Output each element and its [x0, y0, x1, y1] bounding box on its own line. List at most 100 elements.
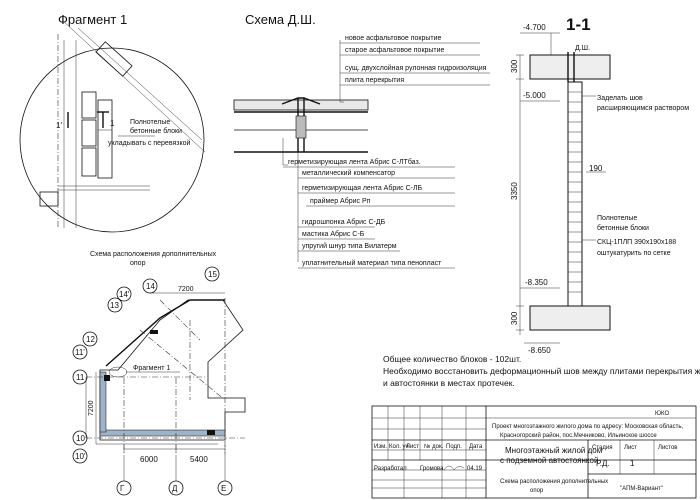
wall-band-diag — [105, 299, 191, 367]
svg-text:14': 14' — [119, 290, 130, 299]
block-1 — [81, 91, 97, 119]
level-top: -4.700 — [523, 23, 546, 32]
block-wall — [567, 81, 583, 307]
axis-bubble-14: 14 — [142, 278, 158, 294]
dim-6000: 6000 — [140, 455, 158, 464]
bottom-slab — [529, 305, 611, 331]
axis-bubble-10: 10 — [72, 430, 88, 446]
svg-text:Д: Д — [172, 484, 178, 493]
axis-bubble-13: 13 — [107, 297, 123, 313]
fragment-title: Фрагмент 1 — [58, 12, 127, 27]
interior-line-1 — [139, 329, 226, 401]
dim-190: 190 — [589, 164, 603, 173]
note-line-3: и автостоянки в местах протечек. — [383, 378, 515, 388]
support-marker — [207, 430, 215, 435]
fragment-note-2: бетонные блоки — [130, 127, 182, 135]
layer-compensator: металлический компенсатор — [302, 169, 395, 177]
tb-head-date: Дата — [469, 444, 483, 450]
note-b-2: бетонные блоки — [597, 224, 649, 232]
svg-text:Г: Г — [120, 484, 125, 493]
svg-text:12: 12 — [86, 335, 95, 344]
dim-7200-left: 7200 — [88, 400, 95, 416]
svg-text:10: 10 — [76, 434, 85, 443]
plan-title-1: Схема расположения дополнительных — [90, 251, 217, 258]
plan-scheme: Схема расположения дополнительных опор — [72, 251, 246, 496]
fragment-ref-text: Фрагмент 1 — [133, 365, 170, 372]
top-slab — [529, 54, 611, 80]
wall-band-left — [99, 371, 107, 433]
svg-text:Е: Е — [221, 484, 226, 493]
tb-drawing-name-2: опор — [530, 488, 544, 494]
note-a-2: расширяющимся раствором — [597, 105, 689, 112]
schema-title: Схема Д.Ш. — [245, 12, 316, 27]
layer-waterstop: гидрошпонка Абрис С-ДБ — [302, 218, 386, 226]
support-marker — [150, 330, 158, 334]
layer-tape-ltbaz: герметизирующая лента Абрис С-ЛТбаз. — [288, 158, 421, 166]
dim-300-bottom: 300 — [510, 311, 519, 325]
fragment-note-3: укладывать с перевязкой — [108, 139, 191, 147]
plan-title-2: опор — [130, 260, 146, 267]
axis-bubble-d: Д — [168, 480, 184, 496]
diag-wall-line-1 — [61, 19, 206, 153]
axis-bubble-12: 12 — [82, 331, 98, 347]
asphalt-layer — [233, 99, 369, 111]
level-2: -5.000 — [523, 91, 546, 100]
schema-dsh: Схема Д.Ш. новое асфальтовое покрытие ст… — [233, 12, 490, 269]
svg-text:14: 14 — [146, 282, 155, 291]
tb-drawing-name-1: Схема расположения дополнительных — [500, 479, 608, 485]
mid-layers: герметизирующая лента Абрис С-ЛТбаз. мет… — [283, 158, 455, 207]
support-marker — [104, 375, 110, 381]
dim-3350: 3350 — [510, 182, 519, 200]
tb-stage: Р.Д. — [596, 459, 610, 468]
tb-head-kol: Кол. уч — [389, 444, 409, 450]
title-block: ЮКО Проект многоэтажного жилого дома по … — [371, 405, 697, 499]
fragment-note-1: Полнотелые — [130, 119, 170, 126]
tb-stage-label: Стадия — [592, 445, 612, 451]
layer-old-asphalt: старое асфальтовое покрытие — [345, 47, 445, 54]
tb-project-1: Проект многоэтажного жилого дома по адре… — [492, 424, 683, 430]
note-line-2: Необходимо восстановить деформационный ш… — [383, 366, 700, 376]
block-4 — [97, 99, 113, 179]
section-1-1: 1-1 Д.Ш. -4.700 -5.000 -8.350 -8.650 — [510, 15, 689, 355]
leader-top — [339, 40, 344, 103]
tb-head-izm: Изм. — [374, 444, 387, 450]
label-1: 1 — [110, 119, 115, 128]
tb-head-podp: Подп. — [446, 444, 462, 450]
svg-text:11: 11 — [76, 373, 85, 382]
fragment-ref-circle — [108, 366, 128, 378]
layer-mastic: мастика Абрис С-Б — [302, 230, 365, 238]
note-b-3: СКЦ-1ПЛП 390х190х188 — [597, 239, 676, 246]
building-outline — [99, 299, 246, 441]
tb-sheet-label: Лист — [624, 445, 637, 451]
note-line-1: Общее количество блоков - 102шт. — [383, 354, 521, 364]
general-notes: Общее количество блоков - 102шт. Необход… — [383, 354, 700, 388]
layer-new-asphalt: новое асфальтовое покрытие — [345, 35, 442, 42]
interior-line-3 — [159, 299, 201, 341]
tb-developed-label: Разработал — [374, 466, 407, 472]
tb-head-doc: № док. — [424, 443, 444, 450]
tb-company: "АПМ-Вариант" — [620, 486, 663, 492]
building-outline-outer — [95, 372, 218, 445]
tb-object-1: Многоэтажный жилой дом — [505, 446, 602, 455]
leader-mid — [282, 138, 288, 166]
axis-bubble-11prime: 11' — [72, 344, 88, 360]
tb-signature — [443, 465, 465, 471]
block-2 — [81, 119, 97, 147]
block-3 — [81, 147, 97, 177]
layer-slab: плита перекрытия — [345, 77, 404, 84]
note-b-4: оштукатурить по сетке — [597, 250, 671, 257]
layer-foam: уплатнительный материал типа пенопласт — [302, 259, 442, 267]
layer-cord: упругий шнур типа Вилатерм — [302, 242, 397, 250]
dim-5400: 5400 — [190, 455, 208, 464]
tb-sheets-label: Листов — [658, 445, 678, 451]
diag-wall-line-2 — [77, 27, 203, 141]
tb-date: 04.19 — [467, 466, 483, 472]
note-a-1: Заделать шов — [597, 95, 643, 102]
joint-filler — [295, 115, 307, 139]
axis-bubble-15: 15 — [204, 266, 220, 282]
svg-text:15: 15 — [208, 270, 217, 279]
tb-object-2: с подземной автостоянкой — [500, 456, 598, 465]
top-layers: новое асфальтовое покрытие старое асфаль… — [340, 35, 490, 86]
tb-head-list: Лист — [406, 444, 419, 450]
